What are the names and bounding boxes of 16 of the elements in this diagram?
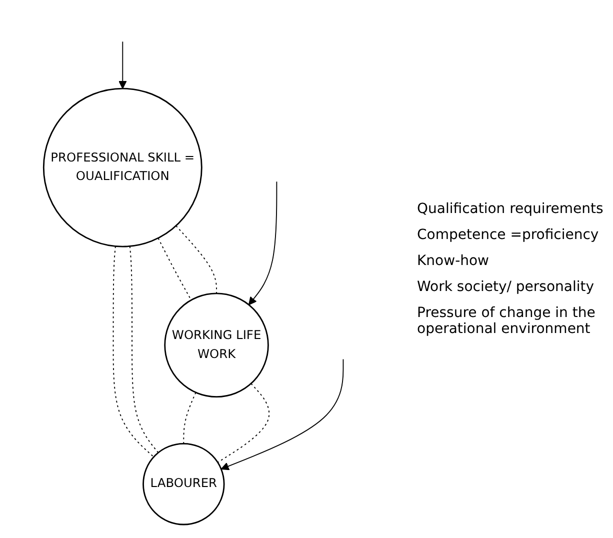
connector xyxy=(112,246,154,458)
connector xyxy=(129,246,159,454)
node-circle: LABOURER xyxy=(142,442,225,526)
arrow xyxy=(118,41,127,89)
note-text: Work society/ personality xyxy=(417,279,596,295)
note-text: Qualification requirements xyxy=(417,201,604,217)
note-text: Know-how xyxy=(417,253,490,269)
arrow xyxy=(220,358,344,470)
connector xyxy=(158,238,192,301)
node-circle: WORKING LIFE WORK xyxy=(164,292,269,398)
connector xyxy=(183,392,196,444)
note-text: Competence =proficiency xyxy=(417,227,600,243)
connector xyxy=(176,225,217,294)
node-circle: PROFESSIONAL SKILL = OUALIFICATION xyxy=(42,88,202,248)
arrow xyxy=(248,181,278,306)
note-text: Pressure of change in the operational environment xyxy=(417,305,596,337)
